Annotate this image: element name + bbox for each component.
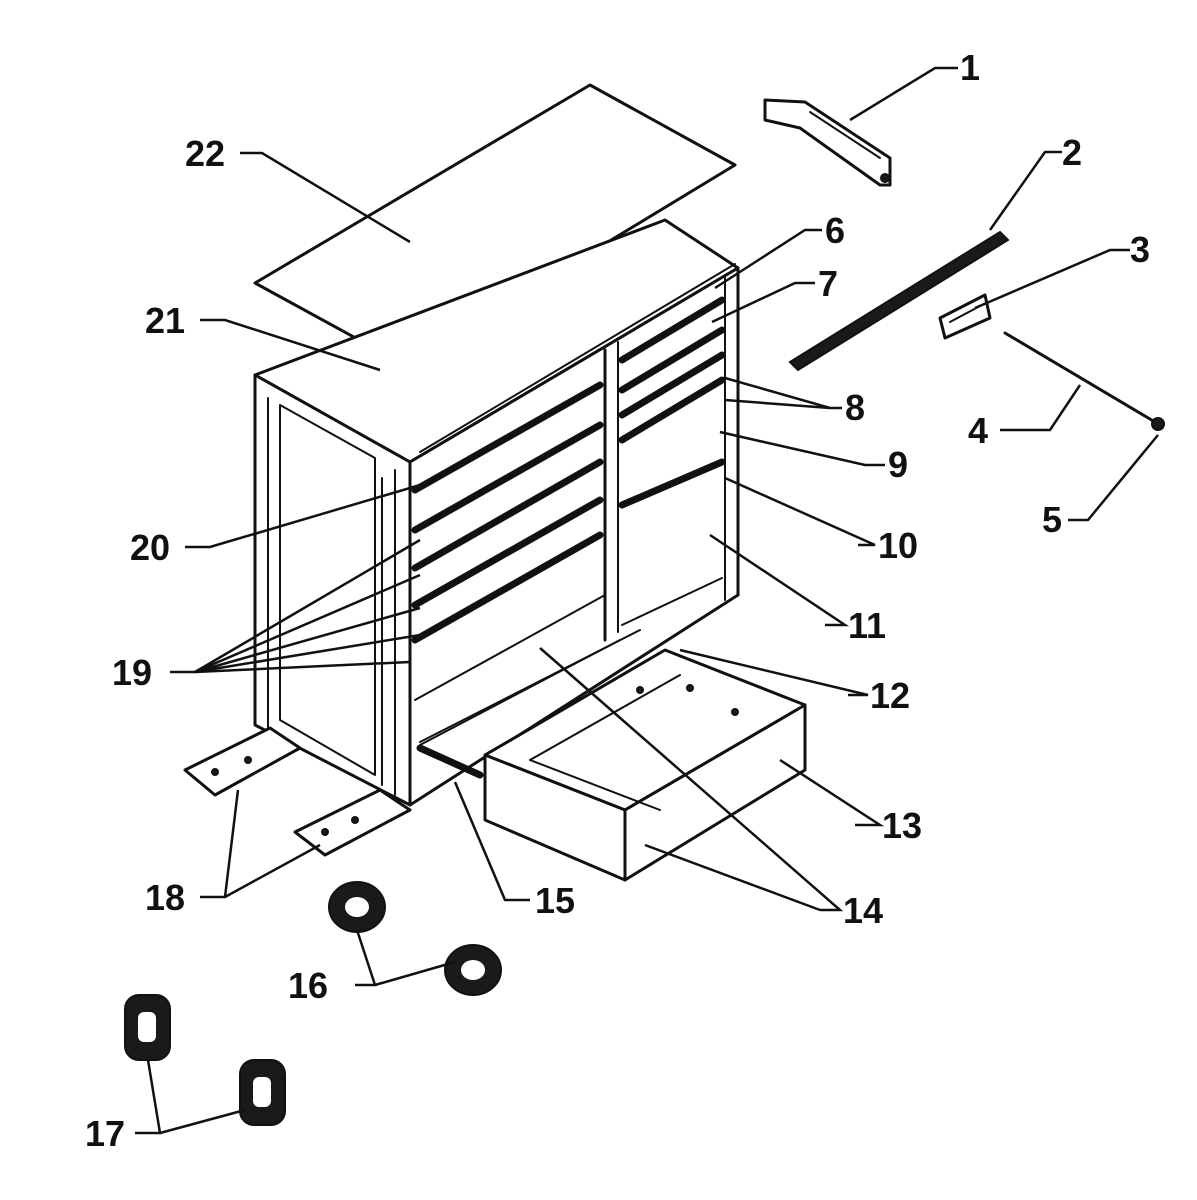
callout-7: 7 [818, 263, 838, 304]
callout-12: 12 [870, 675, 910, 716]
callout-14: 14 [843, 890, 883, 931]
callout-19: 19 [112, 652, 152, 693]
part-1-bracket [763, 98, 892, 187]
part-15-drawer-slide [416, 629, 641, 779]
callout-18: 18 [145, 877, 185, 918]
callout-1: 1 [960, 47, 980, 88]
part-5-cap [1151, 417, 1165, 431]
callout-4: 4 [968, 410, 988, 451]
callout-17: 17 [85, 1113, 125, 1154]
part-13-14-bottom-drawer [483, 648, 807, 882]
part-16-casters [328, 881, 502, 996]
callout-2: 2 [1062, 132, 1082, 173]
part-2-slide-rail [788, 230, 1010, 372]
callout-21: 21 [145, 300, 185, 341]
part-4-rod [1003, 331, 1157, 424]
callout-15: 15 [535, 880, 575, 921]
callout-6-lower: 8 [845, 387, 865, 428]
right-drawer-bank [618, 296, 726, 626]
part-17-casters [124, 994, 286, 1126]
callout-5: 5 [1042, 499, 1062, 540]
callout-22: 22 [185, 133, 225, 174]
callout-9: 9 [888, 444, 908, 485]
leader-lines [135, 66, 1159, 1135]
left-drawer-bank [411, 381, 621, 746]
part-3-bracket [938, 293, 992, 340]
callout-10: 10 [878, 525, 918, 566]
callout-3: 3 [1130, 229, 1150, 270]
callout-labels: 1 2 3 4 5 6 7 8 9 10 11 12 13 14 15 16 1… [85, 47, 1150, 1154]
callout-13: 13 [882, 805, 922, 846]
callout-11: 11 [848, 605, 886, 646]
callout-6-top: 6 [825, 210, 845, 251]
callout-16: 16 [288, 965, 328, 1006]
callout-20: 20 [130, 527, 170, 568]
